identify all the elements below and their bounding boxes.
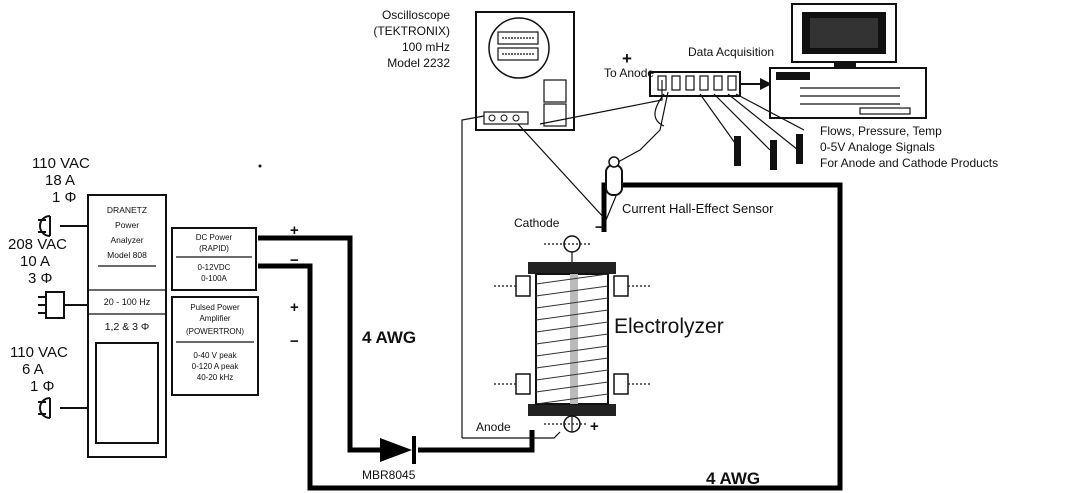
plug-icon: [38, 215, 88, 237]
dc-minus-sign: −: [290, 252, 299, 269]
supply-1-current: 18 A: [45, 172, 75, 189]
pulsed-line2: Amplifier: [199, 314, 230, 323]
oscilloscope-icon: [475, 11, 575, 131]
probe-lead-sensor: [517, 123, 617, 222]
pulsed-minus-sign: −: [290, 333, 299, 350]
supply-3-phase: 1 Φ: [30, 378, 55, 395]
dc-power-voltage: 0-12VDC: [198, 263, 231, 272]
computer-icon: [769, 3, 927, 119]
pulsed-power-amplifier: Pulsed Power Amplifier (POWERTRON) 0-40 …: [171, 296, 259, 396]
terminal-block: [649, 71, 741, 97]
dc-power-current: 0-100A: [201, 274, 227, 283]
data-acquisition-label: Data Acquisition: [688, 45, 774, 59]
analyzer-line3: Analyzer: [110, 235, 143, 245]
diode-label: MBR8045: [362, 468, 416, 482]
wire-gauge-lower: 4 AWG: [706, 469, 760, 488]
signals-line-3: For Anode and Cathode Products: [820, 156, 998, 170]
dc-power-title: DC Power: [196, 233, 233, 242]
to-anode-label: To Anode: [604, 66, 654, 80]
analyzer-model: Model 808: [107, 250, 147, 260]
three-phase-plug-icon: [38, 291, 88, 319]
probe-lead-daq: [539, 80, 663, 125]
supply-2-voltage: 208 VAC: [8, 236, 67, 253]
pulsed-brand: (POWERTRON): [186, 327, 244, 336]
analyzer-line2: Power: [115, 220, 139, 230]
oscilloscope-bandwidth: 100 mHz: [402, 40, 450, 54]
cathode-label: Cathode: [514, 216, 560, 230]
signals-line-2: 0-5V Analoge Signals: [820, 140, 935, 154]
pulsed-current: 0-120 A peak: [192, 362, 240, 371]
analyzer-brand: DRANETZ: [107, 205, 147, 215]
power-analyzer: DRANETZ Power Analyzer Model 808 20 - 10…: [87, 194, 167, 458]
wire-gauge-upper: 4 AWG: [362, 328, 416, 347]
sensor-probe-icons: [734, 134, 803, 170]
analyzer-frequency-range: 20 - 100 Hz: [104, 297, 151, 307]
dc-power-supply: DC Power (RAPID) 0-12VDC 0-100A: [171, 227, 257, 291]
signals-line-1: Flows, Pressure, Temp: [820, 124, 942, 138]
cathode-minus-sign: −: [595, 219, 604, 236]
stray-dot: [258, 164, 262, 168]
pulsed-voltage: 0-40 V peak: [193, 351, 237, 360]
supply-110vac-6a: 110 VAC 6 A 1 Φ: [10, 344, 68, 395]
supply-3-current: 6 A: [22, 361, 44, 378]
plug-icon: [38, 397, 88, 419]
probe-lead-anode: [461, 115, 485, 438]
hall-sensor-label: Current Hall-Effect Sensor: [622, 201, 774, 216]
dc-power-brand: (RAPID): [199, 244, 229, 253]
anode-label: Anode: [476, 420, 511, 434]
supply-2-phase: 3 Φ: [28, 270, 53, 287]
pulsed-title: Pulsed Power: [190, 303, 240, 312]
electrolyzer-stack: [494, 235, 650, 433]
daq-arrow: [740, 78, 772, 90]
supply-110vac-18a: 110 VAC 18 A 1 Φ: [32, 155, 90, 206]
oscilloscope-brand: (TEKTRONIX): [373, 24, 450, 38]
pulsed-plus-sign: +: [290, 299, 299, 316]
oscilloscope-model: Model 2232: [387, 56, 450, 70]
anode-plus-sign: +: [590, 418, 599, 435]
oscilloscope-title: Oscilloscope: [382, 8, 450, 22]
supply-1-phase: 1 Φ: [52, 189, 77, 206]
diode-mbr8045: MBR8045: [362, 436, 416, 482]
oscilloscope-label: Oscilloscope (TEKTRONIX) 100 mHz Model 2…: [373, 8, 450, 70]
cable-positive-4awg: [258, 235, 535, 453]
supply-1-voltage: 110 VAC: [32, 155, 90, 172]
sensor-lines: [617, 91, 805, 163]
electrolyzer-label: Electrolyzer: [614, 315, 724, 338]
supply-3-voltage: 110 VAC: [10, 344, 68, 361]
cable-negative-4awg: [258, 182, 843, 491]
hall-effect-sensor: [605, 156, 623, 196]
dc-plus-sign: +: [290, 222, 299, 239]
supply-208vac-10a: 208 VAC 10 A 3 Φ: [8, 236, 67, 287]
supply-2-current: 10 A: [20, 253, 50, 270]
stack-hatching: [536, 274, 608, 404]
analyzer-display: [95, 342, 159, 444]
pulsed-frequency: 40-20 kHz: [197, 373, 233, 382]
analyzer-phases: 1,2 & 3 Φ: [105, 321, 150, 333]
probe-plus-sign: +: [622, 49, 632, 68]
